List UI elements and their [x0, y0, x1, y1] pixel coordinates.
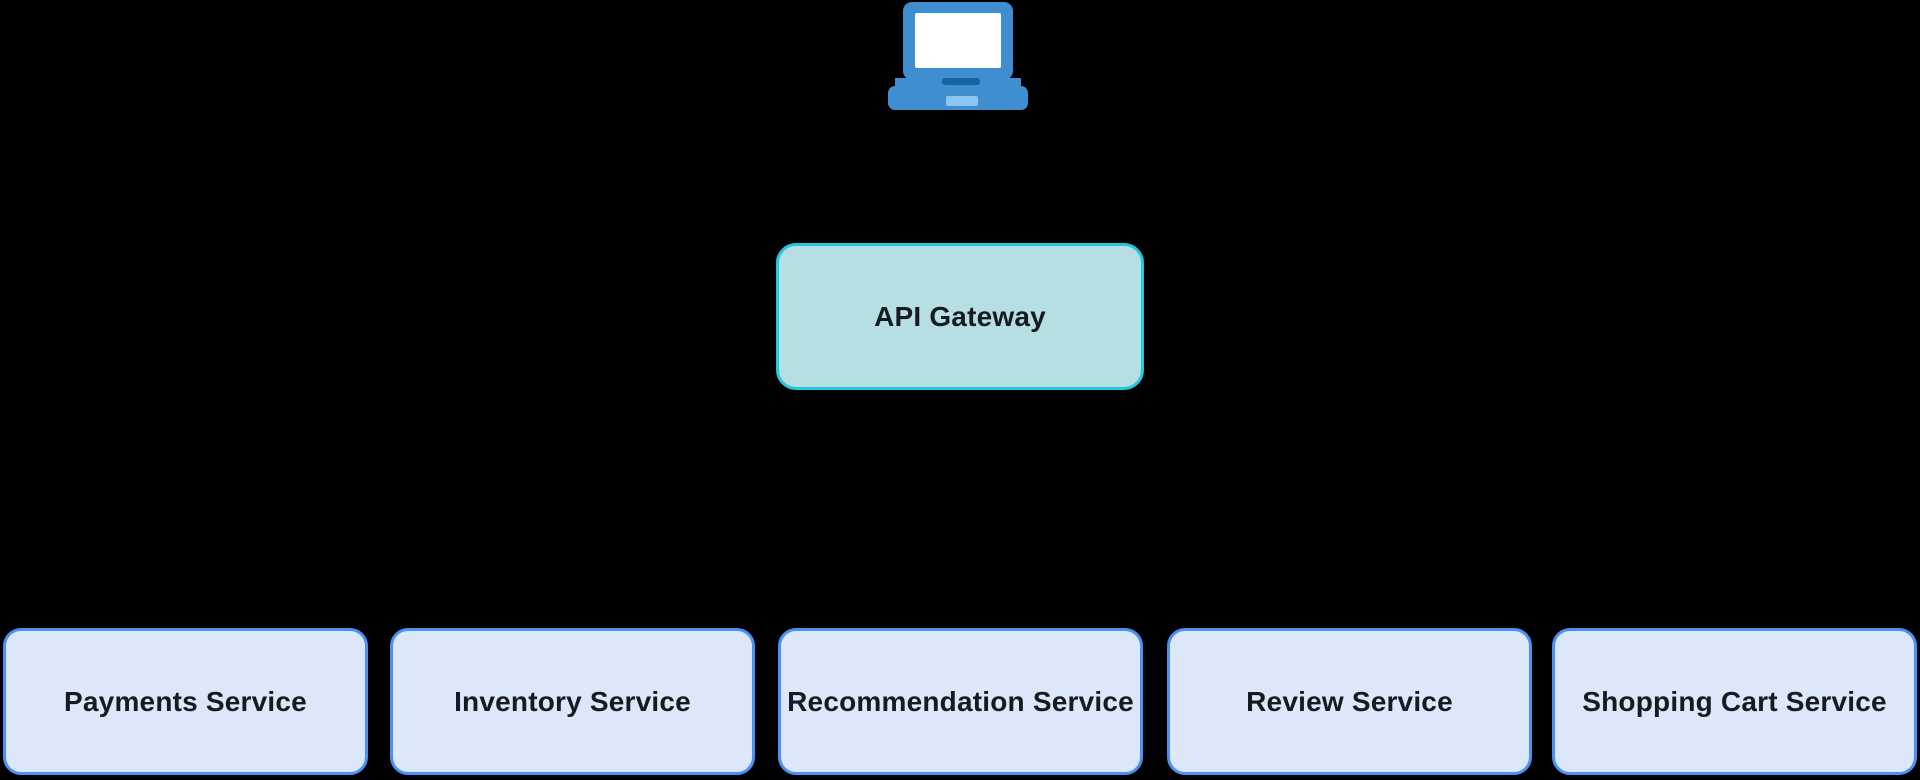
service-label: Shopping Cart Service — [1582, 685, 1887, 717]
edge-gateway-inventory — [589, 390, 961, 645]
edge-gateway-payments — [183, 390, 961, 646]
api-gateway-node: API Gateway — [776, 243, 1144, 390]
service-node-shopping-cart: Shopping Cart Service — [1552, 628, 1917, 775]
service-label: Payments Service — [64, 685, 307, 717]
service-label: Recommendation Service — [787, 685, 1134, 717]
service-label: Review Service — [1246, 685, 1453, 717]
service-node-payments: Payments Service — [3, 628, 368, 775]
api-gateway-label: API Gateway — [874, 300, 1046, 332]
service-node-inventory: Inventory Service — [390, 628, 755, 775]
service-node-recommendation: Recommendation Service — [778, 628, 1143, 775]
service-node-review: Review Service — [1167, 628, 1532, 775]
edge-gateway-shoppingcart — [959, 390, 1738, 646]
laptop-icon — [888, 2, 1028, 110]
service-label: Inventory Service — [454, 685, 691, 717]
edge-gateway-review — [959, 390, 1375, 644]
